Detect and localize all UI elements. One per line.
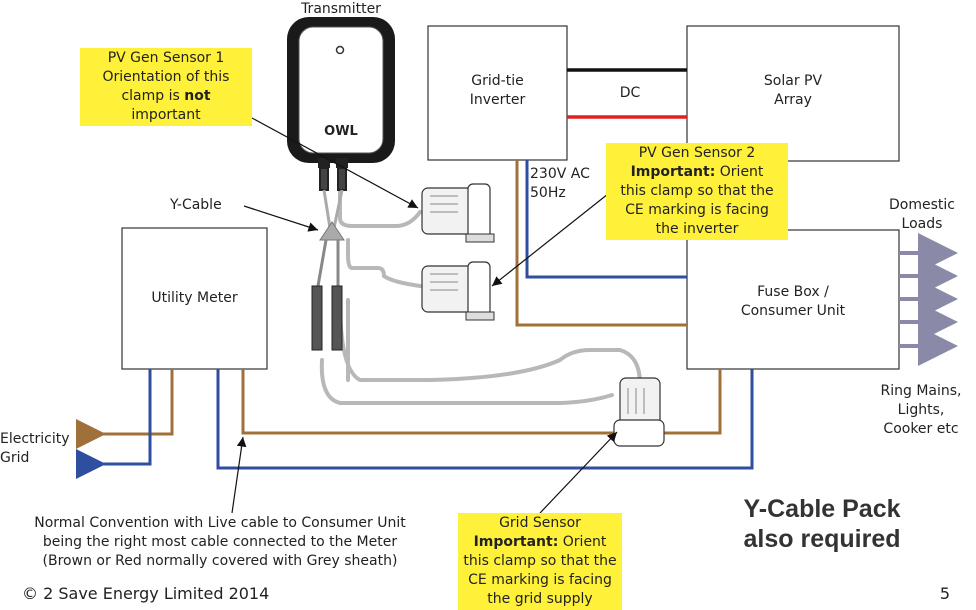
ring-mains-label: Ring Mains, Lights, Cooker etc bbox=[880, 383, 962, 437]
normal-convention-note: Normal Convention with Live cable to Con… bbox=[34, 515, 406, 569]
utility-meter-box bbox=[121, 227, 268, 370]
normal-convention-pointer bbox=[231, 436, 247, 514]
grid-tie-inverter-box bbox=[427, 25, 568, 161]
pv-sensor-2-note: PV Gen Sensor 2 Important: Orient this c… bbox=[606, 143, 788, 240]
pv-gen-sensor-2-clamp bbox=[421, 261, 495, 321]
dc-label: DC bbox=[619, 85, 641, 101]
meter-neutral-cable bbox=[216, 369, 754, 470]
grid-sensor-pointer bbox=[539, 431, 618, 514]
solar-pv-array-label: Solar PV Array bbox=[763, 73, 823, 108]
transmitter-device bbox=[287, 17, 395, 168]
grid-live-cable bbox=[76, 369, 174, 449]
domestic-loads-label: Domestic Loads bbox=[889, 197, 955, 232]
meter-live-cable bbox=[241, 369, 722, 435]
domestic-load-arrows bbox=[899, 233, 958, 366]
fuse-box-label: Fuse Box / Consumer Unit bbox=[740, 284, 846, 319]
y-cable-splitter bbox=[311, 221, 345, 351]
grid-sensor-clamp bbox=[613, 377, 665, 447]
pv-sensor-1-pointer bbox=[251, 117, 419, 209]
y-cable-pack-notice: Y-Cable Pack also required bbox=[743, 495, 901, 553]
copyright: © 2 Save Energy Limited 2014 bbox=[22, 584, 270, 603]
transmitter-logo: OWL bbox=[324, 124, 358, 139]
grid-neutral-cable bbox=[76, 369, 152, 479]
grid-tie-inverter-label: Grid-tie Inverter bbox=[469, 73, 526, 108]
ac-label: 230V AC 50Hz bbox=[530, 166, 590, 201]
page-number: 5 bbox=[939, 584, 951, 603]
inverter-neutral-cable bbox=[525, 160, 687, 279]
y-cable-label: Y-Cable bbox=[170, 197, 222, 213]
transmitter-plugs bbox=[319, 167, 347, 191]
inverter-live-cable bbox=[515, 160, 687, 327]
transmitter-label: Transmitter bbox=[301, 1, 381, 17]
pv-sensor-1-note: PV Gen Sensor 1 Orientation of this clam… bbox=[80, 48, 252, 126]
grid-sensor-note: Grid Sensor Important: Orient this clamp… bbox=[458, 513, 622, 610]
fuse-box bbox=[686, 229, 900, 370]
pv-sensor-2-pointer bbox=[491, 189, 614, 287]
utility-meter-label: Utility Meter bbox=[151, 290, 238, 306]
y-cable-pointer bbox=[243, 205, 319, 232]
electricity-grid-label: Electricity Grid bbox=[0, 431, 70, 466]
pv-gen-sensor-1-clamp bbox=[421, 183, 495, 243]
solar-pv-array-box bbox=[686, 25, 900, 162]
